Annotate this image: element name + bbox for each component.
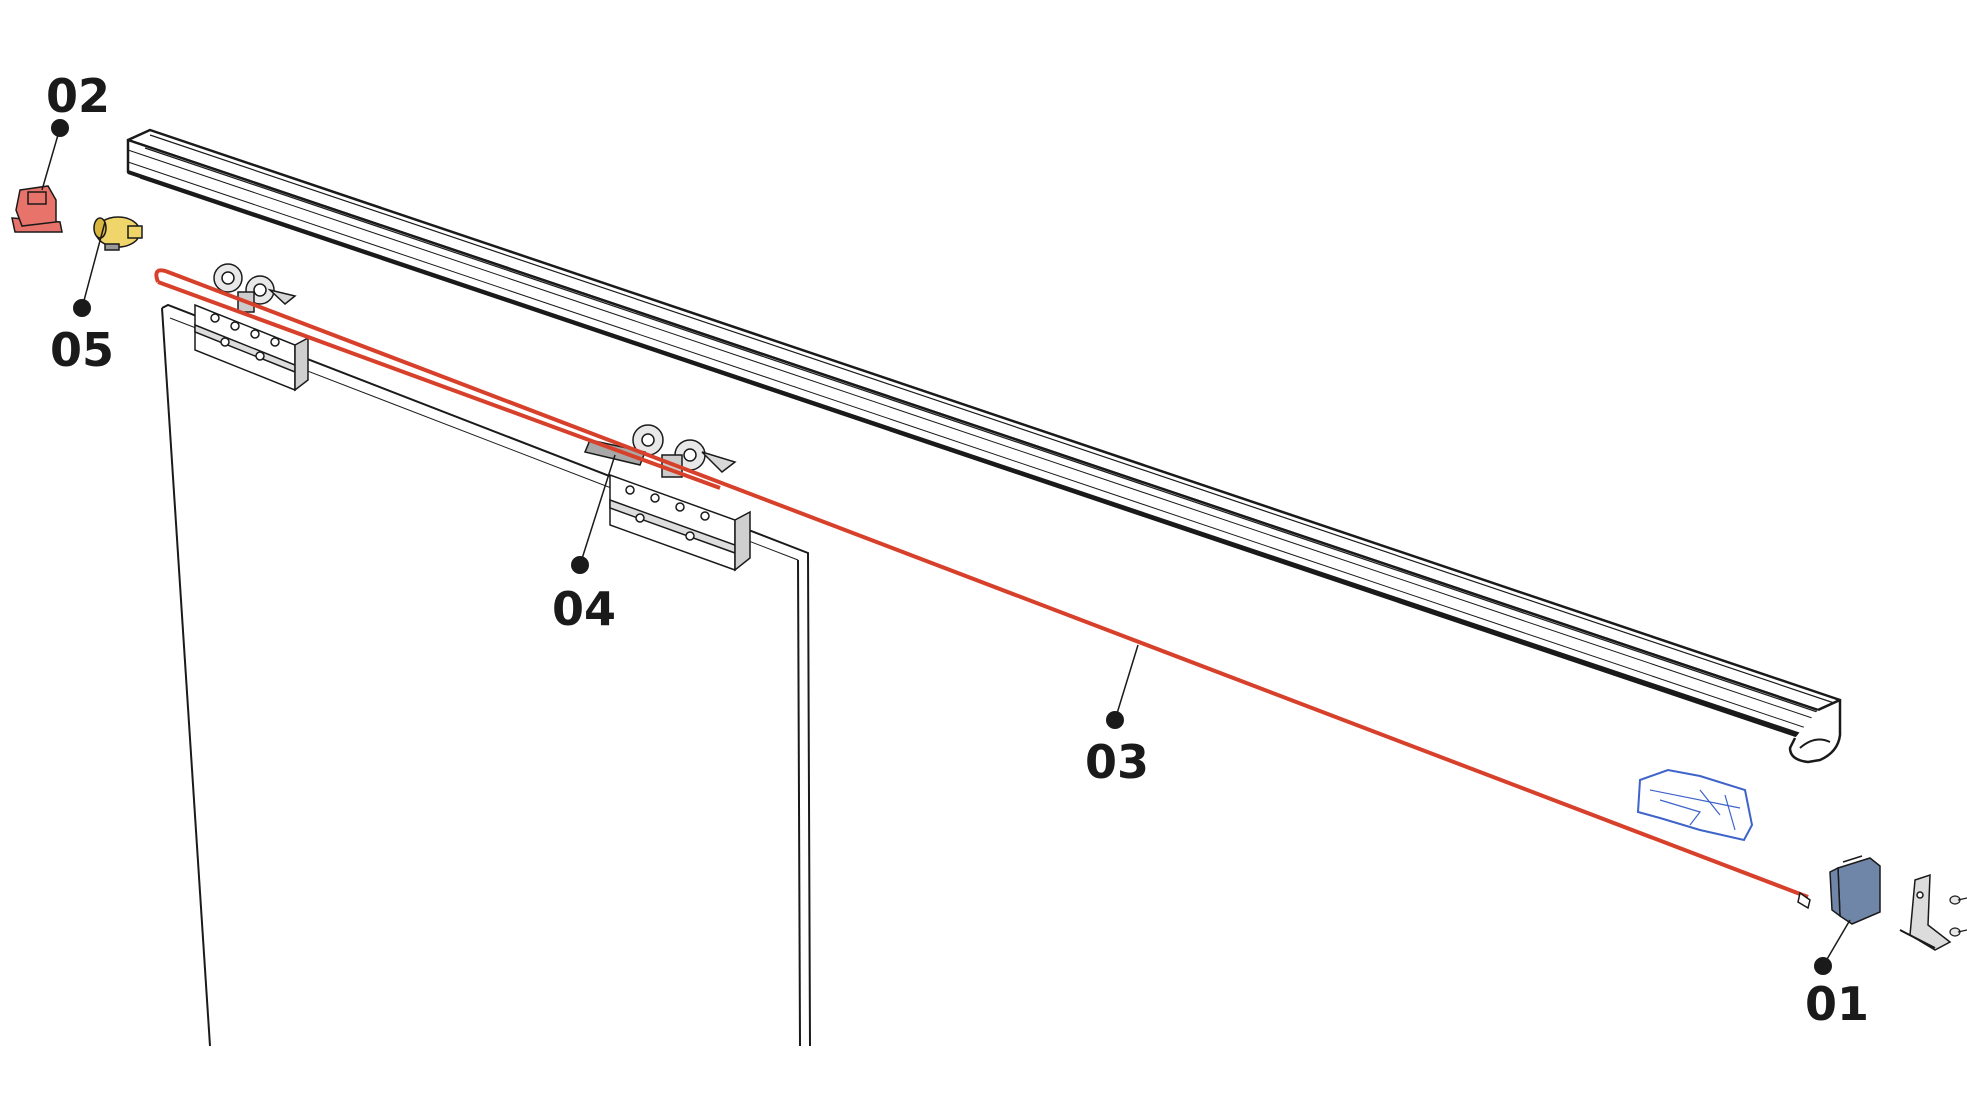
cable-loop	[154, 268, 1811, 910]
callout-dots	[51, 119, 1832, 975]
mounting-clip	[1899, 873, 1952, 951]
hanger-bracket-middle	[583, 424, 751, 572]
callout-dot-01	[1814, 957, 1832, 975]
soft-close-buffer	[1636, 768, 1754, 842]
hanger-bracket-left	[194, 263, 309, 392]
door-panel	[161, 303, 811, 1047]
callout-dot-05	[73, 299, 91, 317]
callout-label-02: 02	[46, 69, 110, 123]
spring-weight	[93, 216, 143, 251]
track-rail	[126, 128, 1842, 764]
end-cap-right	[1829, 855, 1881, 925]
callout-label-03: 03	[1085, 735, 1149, 789]
callout-dot-02	[51, 119, 69, 137]
callout-dot-03	[1106, 711, 1124, 729]
callout-label-01: 01	[1805, 977, 1869, 1031]
end-cap-left	[11, 185, 63, 233]
callout-label-04: 04	[552, 582, 616, 636]
callout-dot-04	[571, 556, 589, 574]
callout-label-05: 05	[50, 323, 114, 377]
leader-lines	[41, 127, 1851, 967]
cable-end-fitting	[1797, 891, 1811, 910]
screws	[1949, 895, 1967, 937]
